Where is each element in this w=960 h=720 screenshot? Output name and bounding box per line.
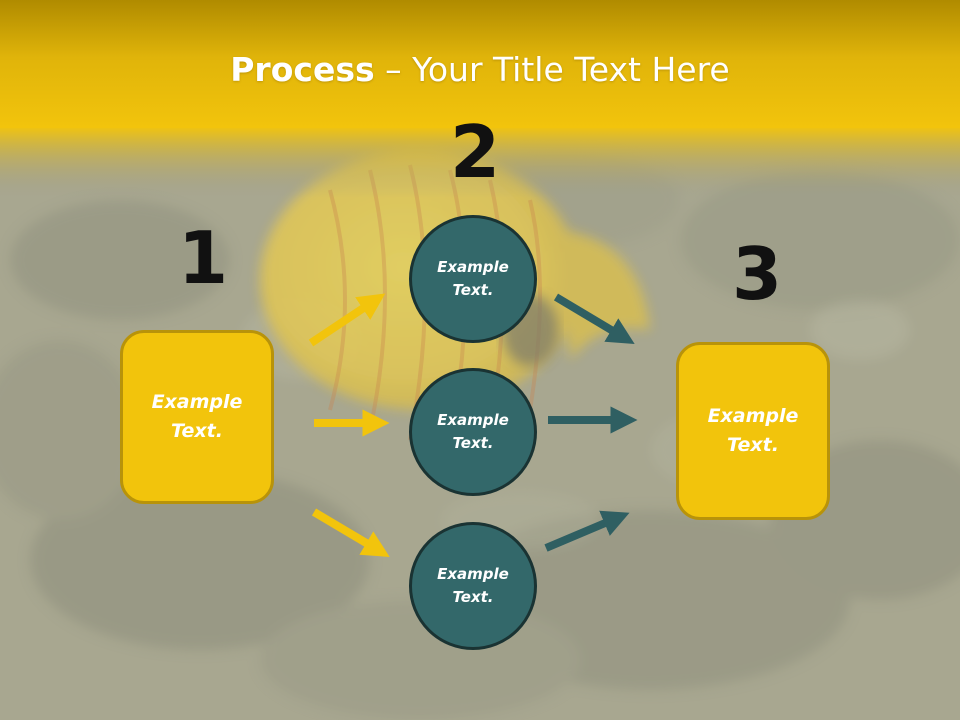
step2-circle-top-text: Example Text.: [437, 258, 509, 299]
arrow-step1-to-top: [308, 293, 386, 347]
step3-box: Example Text.: [676, 342, 830, 520]
step2-circle-bottom: Example Text.: [409, 522, 537, 650]
title-bold: Process: [230, 50, 375, 89]
title-rest: – Your Title Text Here: [374, 50, 730, 89]
step2-circle-bottom-text: Example Text.: [437, 565, 509, 606]
step2-circle-top: Example Text.: [409, 215, 537, 343]
step1-box: Example Text.: [120, 330, 274, 504]
arrow-top-to-step3: [553, 293, 635, 344]
arrow-bottom-to-step3: [544, 510, 630, 552]
step2-circle-middle-text: Example Text.: [437, 411, 509, 452]
step-number-1: 1: [178, 216, 229, 300]
step-number-3: 3: [732, 232, 783, 316]
step-number-2: 2: [450, 110, 501, 194]
step3-text: Example Text.: [707, 405, 799, 456]
step1-text: Example Text.: [151, 391, 243, 442]
slide-title: Process – Your Title Text Here: [0, 50, 960, 89]
step2-circle-middle: Example Text.: [409, 368, 537, 496]
arrow-step1-to-bottom: [311, 508, 390, 557]
